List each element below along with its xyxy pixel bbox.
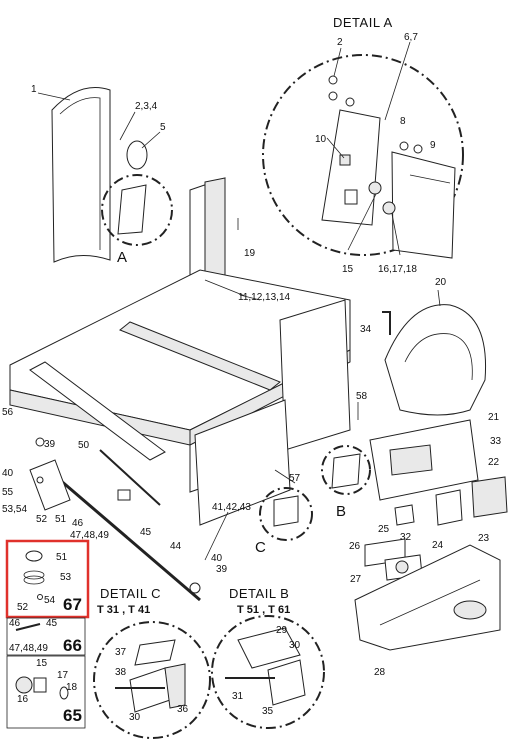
- svg-text:34: 34: [360, 324, 372, 335]
- svg-text:57: 57: [289, 473, 301, 484]
- sprocket-upper: [368, 181, 382, 195]
- svg-text:5: 5: [160, 122, 166, 133]
- side-panel-28: [354, 544, 501, 651]
- svg-text:24: 24: [432, 540, 444, 551]
- svg-text:9: 9: [430, 140, 436, 151]
- cover-plate-23: [471, 476, 508, 518]
- svg-text:51: 51: [56, 552, 68, 563]
- detail-c-subtitle: T 31 , T 41: [97, 604, 150, 616]
- detail-c-marker: C: [255, 539, 266, 556]
- svg-text:39: 39: [44, 439, 56, 450]
- svg-text:38: 38: [115, 667, 127, 678]
- left-callouts: 56 39 50 40 55 53,54 52 51 46 47,48,49 4…: [2, 407, 251, 575]
- svg-text:29: 29: [276, 625, 288, 636]
- svg-text:8: 8: [400, 116, 406, 127]
- svg-text:23: 23: [478, 533, 490, 544]
- detail-a: DETAIL A 2 6,7 8 9 10 15 16,17,18: [262, 15, 464, 275]
- svg-text:45: 45: [46, 618, 58, 629]
- svg-text:47,48,49: 47,48,49: [9, 643, 48, 654]
- detail-a-plate: [321, 109, 381, 226]
- svg-text:22: 22: [488, 457, 500, 468]
- kit-66-number: 66: [63, 636, 82, 655]
- svg-text:35: 35: [262, 706, 274, 717]
- svg-text:28: 28: [374, 667, 386, 678]
- detail-c: DETAIL C T 31 , T 41 37 38 30 36: [93, 586, 211, 739]
- shroud-and-sprocket: 1 5 2,3,4 A 19: [31, 84, 256, 266]
- svg-text:25: 25: [378, 524, 390, 535]
- svg-text:1: 1: [31, 84, 37, 95]
- svg-text:47,48,49: 47,48,49: [70, 530, 109, 541]
- svg-text:56: 56: [2, 407, 14, 418]
- svg-text:32: 32: [400, 532, 412, 543]
- frame-side-box: [279, 299, 351, 451]
- svg-text:40: 40: [211, 553, 223, 564]
- detail-c-title: DETAIL C: [100, 586, 161, 601]
- detail-b: DETAIL B T 51 , T 61 29 30 31 35: [211, 586, 325, 729]
- svg-text:44: 44: [170, 541, 182, 552]
- svg-text:16: 16: [17, 694, 29, 705]
- svg-text:36: 36: [177, 704, 189, 715]
- svg-text:55: 55: [2, 487, 14, 498]
- kit-65-number: 65: [63, 706, 82, 725]
- detail-b-marker: B: [336, 503, 346, 520]
- svg-text:21: 21: [488, 412, 500, 423]
- svg-text:2,3,4: 2,3,4: [135, 101, 158, 112]
- svg-text:26: 26: [349, 541, 361, 552]
- svg-text:18: 18: [66, 682, 78, 693]
- detail-a-marker: A: [117, 249, 127, 266]
- svg-text:15: 15: [36, 658, 48, 669]
- sprocket-lower: [382, 201, 396, 215]
- right-side-parts: 20 34 58 21 33 22 23 24 25 32 26 27 28: [349, 277, 508, 678]
- svg-text:37: 37: [115, 647, 127, 658]
- svg-text:39: 39: [216, 564, 228, 575]
- svg-text:51: 51: [55, 514, 67, 525]
- svg-text:58: 58: [356, 391, 368, 402]
- svg-text:46: 46: [9, 618, 21, 629]
- kit-boxes: 51 53 52 54 67 46 45 47,48,49 66 15 17 1…: [5, 539, 90, 729]
- svg-text:53: 53: [60, 572, 72, 583]
- detail-b-title: DETAIL B: [229, 586, 289, 601]
- svg-text:54: 54: [44, 595, 56, 606]
- svg-text:19: 19: [244, 248, 256, 259]
- svg-text:53,54: 53,54: [2, 504, 27, 515]
- svg-text:30: 30: [289, 640, 301, 651]
- svg-text:41,42,43: 41,42,43: [212, 502, 251, 513]
- svg-text:52: 52: [17, 602, 29, 613]
- main-frame: 11,12,13,14: [9, 177, 351, 602]
- kit-67-number: 67: [63, 595, 82, 614]
- svg-text:20: 20: [435, 277, 447, 288]
- svg-text:15: 15: [342, 264, 354, 275]
- svg-text:31: 31: [232, 691, 244, 702]
- kit-67-highlight: [5, 539, 90, 619]
- detail-b-subtitle: T 51 , T 61: [237, 604, 290, 616]
- svg-text:17: 17: [57, 670, 69, 681]
- detail-a-circle: [262, 54, 464, 256]
- detail-a-title: DETAIL A: [333, 15, 393, 30]
- detail-a-panel: [391, 151, 456, 259]
- svg-text:50: 50: [78, 440, 90, 451]
- svg-text:6,7: 6,7: [404, 32, 418, 43]
- belt-guard-20: [384, 304, 487, 416]
- svg-text:45: 45: [140, 527, 152, 538]
- svg-text:16,17,18: 16,17,18: [378, 264, 417, 275]
- detail-a-marker-circle: [101, 174, 173, 246]
- detail-b-marker-group: B: [321, 445, 371, 520]
- shroud-part-1: [51, 87, 111, 263]
- svg-text:10: 10: [315, 134, 327, 145]
- svg-text:52: 52: [36, 514, 48, 525]
- svg-text:33: 33: [490, 436, 502, 447]
- svg-text:40: 40: [2, 468, 14, 479]
- detail-c-marker-group: 57 C: [255, 473, 313, 556]
- svg-text:11,12,13,14: 11,12,13,14: [238, 292, 291, 303]
- svg-text:27: 27: [350, 574, 362, 585]
- svg-text:46: 46: [72, 518, 84, 529]
- svg-text:2: 2: [337, 37, 343, 48]
- svg-text:30: 30: [129, 712, 141, 723]
